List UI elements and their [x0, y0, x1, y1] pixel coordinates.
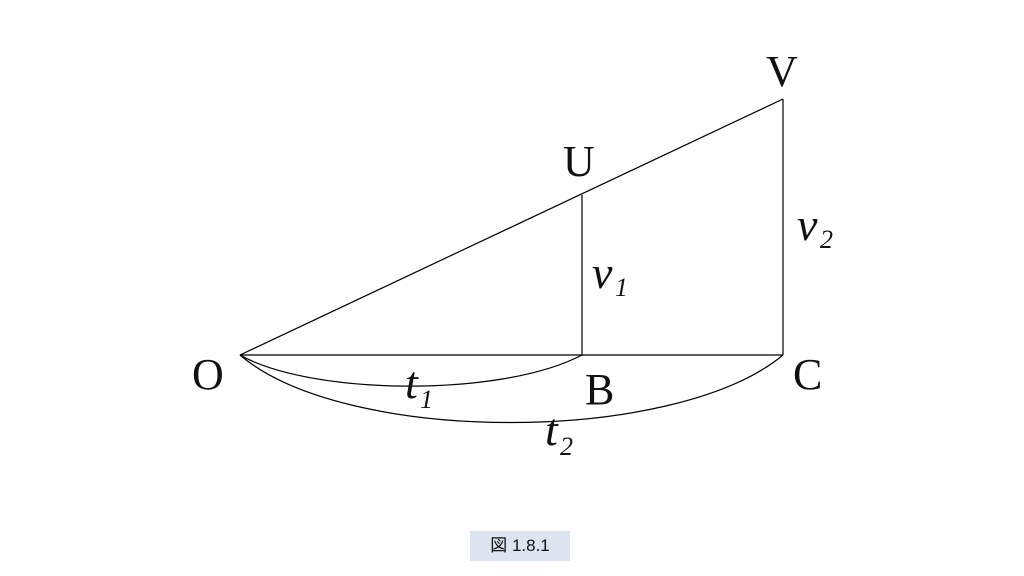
label-v2: v 2	[797, 199, 833, 254]
label-t2-base: t	[545, 404, 559, 455]
point-label-u: U	[563, 137, 595, 186]
label-v1-sub: 1	[615, 273, 628, 302]
label-v1-base: v	[592, 247, 613, 298]
brace-t1	[239, 354, 583, 387]
label-t2: t 2	[545, 404, 573, 461]
label-v1: v 1	[592, 247, 628, 302]
label-v2-sub: 2	[820, 225, 833, 254]
label-t1-base: t	[405, 357, 419, 408]
point-label-o: O	[192, 350, 224, 399]
point-label-c: C	[793, 350, 822, 399]
label-v2-base: v	[797, 199, 818, 250]
label-t1-sub: 1	[420, 385, 433, 414]
label-t2-sub: 2	[560, 432, 573, 461]
figure-caption: 図 1.8.1	[470, 531, 570, 561]
point-label-b: B	[585, 365, 614, 414]
label-t1: t 1	[405, 357, 433, 414]
point-label-v: V	[766, 47, 798, 96]
brace-t2	[239, 354, 784, 423]
line-o-v	[239, 98, 784, 356]
